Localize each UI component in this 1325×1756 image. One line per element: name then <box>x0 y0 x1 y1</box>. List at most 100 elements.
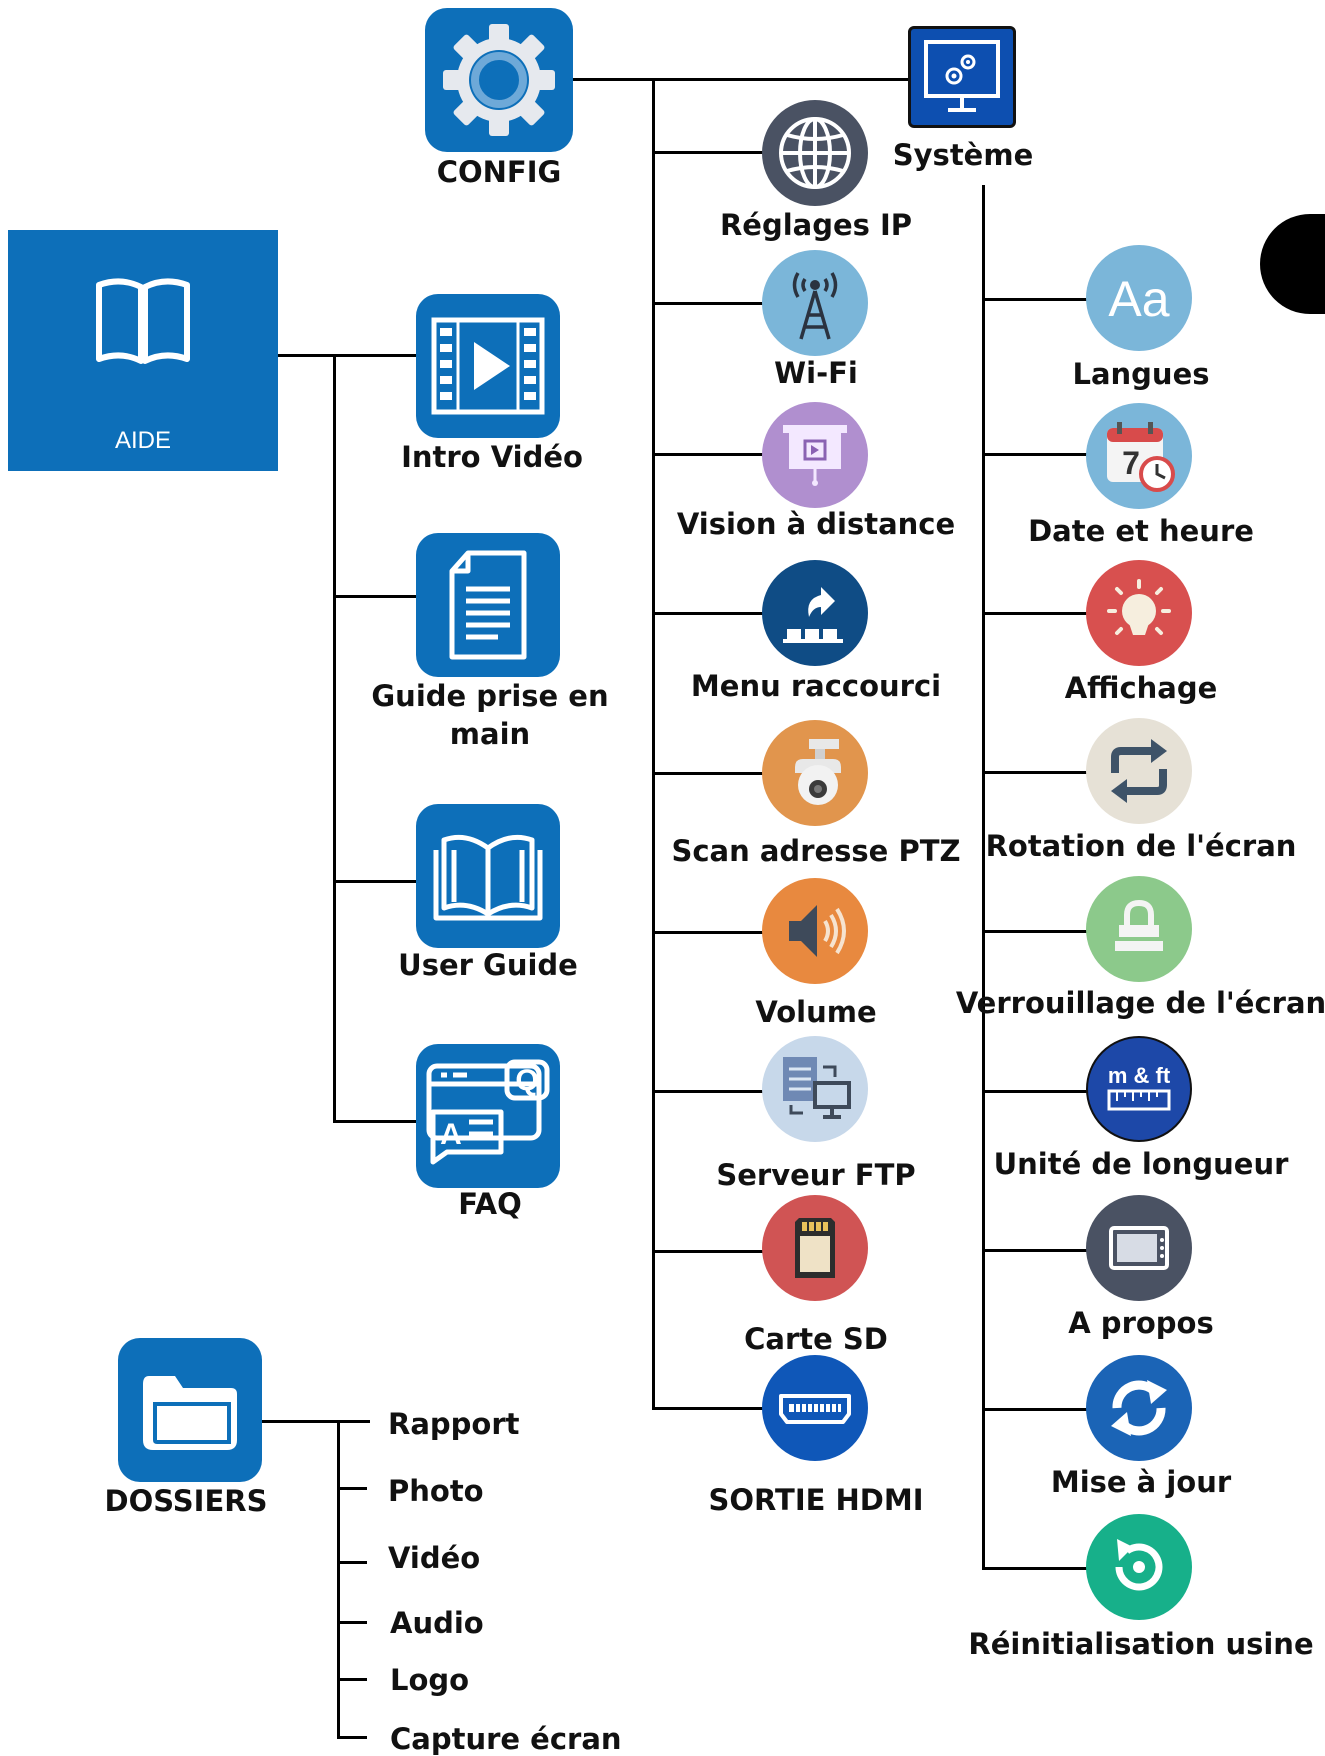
reglages-ip-label: Réglages IP <box>719 208 913 242</box>
config-button[interactable] <box>425 8 573 152</box>
vision-a-distance-label: Vision à distance <box>676 507 956 541</box>
mise-a-jour-label: Mise à jour <box>1050 1465 1232 1499</box>
faq-label: FAQ <box>458 1187 522 1221</box>
scan-adresse-ptz-button[interactable] <box>762 720 868 826</box>
dossier-item-rapport[interactable]: Rapport <box>388 1407 520 1441</box>
connector-line <box>333 595 417 598</box>
carte-sd-label: Carte SD <box>744 1322 888 1356</box>
menu-raccourci-label: Menu raccourci <box>690 669 942 703</box>
svg-text:Q: Q <box>515 1064 538 1097</box>
langues-button[interactable]: Aa <box>1086 245 1192 351</box>
faq-button[interactable]: Q A <box>416 1044 560 1188</box>
dossiers-button[interactable] <box>118 1338 262 1482</box>
lightbulb-icon <box>1107 579 1171 635</box>
sortie-hdmi-button[interactable] <box>762 1355 868 1461</box>
dossier-item-audio[interactable]: Audio <box>390 1606 484 1640</box>
svg-text:7: 7 <box>1122 445 1140 481</box>
connector-line <box>982 185 985 1570</box>
gear-icon <box>443 24 555 136</box>
dossier-item-logo[interactable]: Logo <box>390 1663 470 1697</box>
lock-icon <box>1115 899 1163 951</box>
globe-icon <box>779 117 851 189</box>
connector-line <box>652 302 764 305</box>
connector-line <box>652 78 655 1409</box>
rotate-icon <box>1111 739 1167 803</box>
vision-a-distance-button[interactable] <box>762 402 868 508</box>
connector-line <box>982 1408 1088 1411</box>
faq-icon: Q A <box>426 1059 550 1165</box>
dossier-item-capture-ecran[interactable]: Capture écran <box>390 1722 622 1756</box>
svg-text:Aa: Aa <box>1108 271 1169 327</box>
connector-line <box>982 1567 1088 1570</box>
folder-icon <box>143 1376 237 1450</box>
font-icon: Aa <box>1108 271 1169 327</box>
date-et-heure-button[interactable]: 7 <box>1086 403 1192 509</box>
a-propos-label: A propos <box>1068 1306 1214 1340</box>
rotation-ecran-label: Rotation de l'écran <box>985 829 1297 863</box>
connector-line <box>652 151 764 154</box>
volume-button[interactable] <box>762 878 868 984</box>
mise-a-jour-button[interactable] <box>1086 1355 1192 1461</box>
ruler-icon: m & ft <box>1107 1063 1171 1111</box>
connector-line <box>982 298 1088 301</box>
guide-prise-en-main-button[interactable] <box>416 533 560 677</box>
unite-de-longueur-button[interactable]: m & ft <box>1086 1036 1192 1142</box>
verrouillage-ecran-button[interactable] <box>1086 876 1192 982</box>
connector-line <box>652 1090 764 1093</box>
connector-line <box>333 880 417 883</box>
document-icon <box>449 550 527 660</box>
config-label: CONFIG <box>436 155 562 189</box>
sync-icon <box>1111 1380 1167 1436</box>
verrouillage-ecran-label: Verrouillage de l'écran <box>955 986 1325 1020</box>
antenna-icon <box>792 272 838 340</box>
connector-line <box>337 1561 367 1564</box>
connector-line <box>333 354 417 357</box>
connector-line <box>571 78 908 81</box>
langues-label: Langues <box>1072 357 1210 391</box>
ftp-server-icon <box>783 1057 851 1119</box>
unite-de-longueur-label: Unité de longueur <box>993 1147 1289 1181</box>
connector-line <box>337 1678 367 1681</box>
dossier-item-photo[interactable]: Photo <box>388 1474 484 1508</box>
reglages-ip-button[interactable] <box>762 100 868 206</box>
menu-raccourci-button[interactable] <box>762 560 868 666</box>
user-guide-button[interactable] <box>416 804 560 948</box>
ptz-camera-icon <box>795 739 841 805</box>
connector-line <box>337 1621 367 1624</box>
intro-video-button[interactable] <box>416 294 560 438</box>
guide-prise-en-main-label: Guide prise en main <box>371 679 609 751</box>
svg-text:m & ft: m & ft <box>1108 1063 1171 1088</box>
serveur-ftp-label: Serveur FTP <box>716 1158 916 1192</box>
wifi-button[interactable] <box>762 250 868 356</box>
affichage-button[interactable] <box>1086 560 1192 666</box>
projector-icon <box>783 425 847 486</box>
connector-line <box>333 354 336 1123</box>
connector-line <box>652 612 764 615</box>
systeme-button[interactable] <box>908 26 1016 128</box>
sortie-hdmi-label: SORTIE HDMI <box>708 1483 924 1517</box>
reinitialisation-usine-button[interactable] <box>1086 1514 1192 1620</box>
a-propos-button[interactable] <box>1086 1195 1192 1301</box>
connector-line <box>652 772 764 775</box>
shortcut-icon <box>783 587 843 643</box>
connector-line <box>982 612 1088 615</box>
rotation-ecran-button[interactable] <box>1086 718 1192 824</box>
affichage-label: Affichage <box>1064 671 1218 705</box>
user-guide-label: User Guide <box>398 948 578 982</box>
intro-video-label: Intro Vidéo <box>401 440 583 474</box>
carte-sd-button[interactable] <box>762 1195 868 1301</box>
dossier-item-video[interactable]: Vidéo <box>388 1541 481 1575</box>
reset-icon <box>1115 1539 1163 1591</box>
tablet-icon <box>1109 1226 1169 1270</box>
sd-card-icon <box>795 1218 835 1278</box>
book-icon <box>96 278 190 364</box>
reinitialisation-usine-label: Réinitialisation usine <box>968 1627 1314 1661</box>
connector-line <box>262 1420 370 1423</box>
serveur-ftp-button[interactable] <box>762 1036 868 1142</box>
connector-line <box>982 771 1088 774</box>
hdmi-icon <box>779 1394 851 1424</box>
connector-line <box>337 1420 340 1738</box>
aide-tile[interactable]: AIDE <box>8 230 278 471</box>
connector-line <box>982 453 1088 456</box>
